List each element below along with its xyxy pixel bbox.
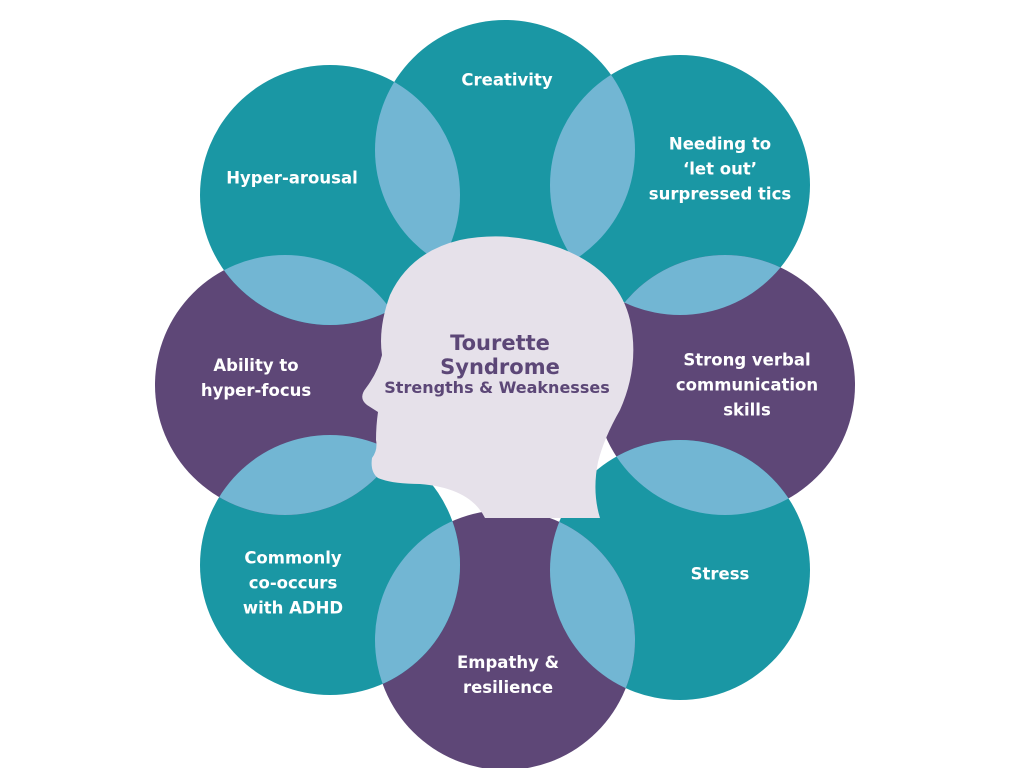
petal-label-tics-line-2: ‘let out’ — [683, 159, 757, 179]
petal-label-hyperarousal-line-1: Hyper-arousal — [226, 168, 358, 188]
petal-label-tics-line-1: Needing to — [668, 134, 772, 154]
petal-label-empathy-line-2: resilience — [462, 678, 554, 697]
center-title-line-1: Tourette — [450, 331, 550, 355]
petal-label-verbal-line-2: communication — [675, 375, 819, 395]
center-subtitle: Strengths & Weaknesses — [384, 378, 610, 397]
center-title-line-2: Syndrome — [440, 355, 560, 379]
petal-label-hyperfocus-line-1: Ability to — [213, 356, 299, 375]
petal-label-creativity: Creativity — [461, 68, 552, 93]
petal-label-hyperfocus: Ability to hyper-focus — [201, 353, 311, 403]
overlap-empathy-adhd — [375, 510, 460, 695]
petal-label-adhd-line-3: with ADHD — [242, 598, 344, 618]
petal-label-stress: Stress — [691, 562, 750, 587]
petal-label-empathy: Empathy & resilience — [457, 650, 559, 700]
petal-label-verbal-line-3: skills — [723, 400, 771, 420]
petal-label-tics-line-3: surpressed tics — [648, 184, 792, 204]
petal-label-hyperfocus-line-2: hyper-focus — [200, 381, 312, 400]
petal-label-verbal-line-1: Strong verbal — [683, 350, 811, 370]
petal-label-adhd: Commonly co-occurs with ADHD — [243, 546, 343, 621]
head-silhouette-icon — [362, 236, 634, 518]
center-title: Tourette Syndrome — [440, 331, 560, 379]
petal-label-creativity-line-1: Creativity — [461, 70, 553, 90]
petal-label-verbal: Strong verbal communication skills — [676, 348, 818, 423]
overlap-stress-empathy — [550, 510, 635, 700]
petal-label-adhd-line-2: co-occurs — [248, 573, 338, 593]
petal-label-tics: Needing to ‘let out’ surpressed tics — [649, 132, 791, 207]
petal-label-adhd-line-1: Commonly — [244, 548, 342, 568]
petal-label-hyperarousal: Hyper-arousal — [226, 166, 358, 191]
petal-label-stress-line-1: Stress — [690, 564, 750, 584]
petal-label-empathy-line-1: Empathy & — [457, 653, 559, 672]
